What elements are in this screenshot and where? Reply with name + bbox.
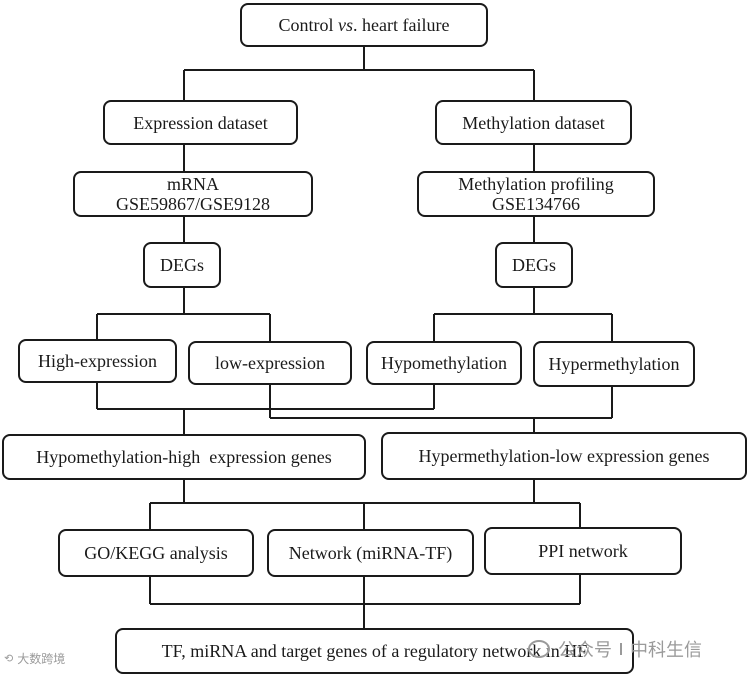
methylation-dataset-label: Methylation dataset bbox=[462, 112, 605, 133]
expression-dataset-box: Expression dataset bbox=[103, 100, 298, 145]
wechat-icon bbox=[528, 640, 550, 658]
methylation-dataset-box: Methylation dataset bbox=[435, 100, 632, 145]
high-expression-label: High-expression bbox=[38, 351, 157, 371]
expression-dataset-label: Expression dataset bbox=[133, 112, 268, 133]
degs-right-box: DEGs bbox=[495, 242, 573, 288]
result-label: TF, miRNA and target genes of a regulato… bbox=[161, 641, 588, 661]
low-expression-label: low-expression bbox=[215, 353, 325, 373]
watermark-right-a: 公众号 bbox=[558, 640, 612, 661]
degs-right-label: DEGs bbox=[512, 255, 556, 275]
methylation-profiling-label: Methylation profiling bbox=[458, 174, 614, 194]
degs-left-label: DEGs bbox=[160, 255, 204, 275]
methylation-profiling-box: Methylation profiling GSE134766 bbox=[417, 171, 655, 217]
title-box: Control vs. heart failure bbox=[240, 3, 488, 47]
hypomethylation-box: Hypomethylation bbox=[366, 341, 522, 385]
ppi-network-box: PPI network bbox=[484, 527, 682, 575]
watermark-logo-icon: ⟲ bbox=[4, 652, 14, 665]
hypo-high-genes-box: Hypomethylation-high expression genes bbox=[2, 434, 366, 480]
watermark-right-b: 中科生信 bbox=[630, 640, 702, 661]
mrna-label: mRNA bbox=[166, 174, 219, 194]
hyper-low-genes-label: Hypermethylation-low expression genes bbox=[418, 446, 710, 466]
watermark-divider bbox=[620, 643, 622, 655]
low-expression-box: low-expression bbox=[188, 341, 352, 385]
go-kegg-label: GO/KEGG analysis bbox=[84, 543, 228, 563]
hyper-low-genes-box: Hypermethylation-low expression genes bbox=[381, 432, 747, 480]
watermark-left: ⟲ 大数跨境 bbox=[4, 650, 65, 667]
network-box: Network (miRNA-TF) bbox=[267, 529, 474, 577]
watermark-left-text: 大数跨境 bbox=[17, 652, 66, 666]
title-text: Control vs. heart failure bbox=[278, 15, 450, 35]
degs-left-box: DEGs bbox=[143, 242, 221, 288]
watermark-right: 公众号 中科生信 bbox=[528, 636, 702, 662]
high-expression-box: High-expression bbox=[18, 339, 177, 383]
go-kegg-box: GO/KEGG analysis bbox=[58, 529, 254, 577]
hypo-high-genes-label: Hypomethylation-high expression genes bbox=[36, 447, 332, 467]
ppi-network-label: PPI network bbox=[538, 541, 628, 561]
hypermethylation-box: Hypermethylation bbox=[533, 341, 695, 387]
mrna-accessions: GSE59867/GSE9128 bbox=[115, 194, 270, 214]
methylation-accession: GSE134766 bbox=[491, 194, 580, 214]
hypermethylation-label: Hypermethylation bbox=[548, 354, 680, 374]
network-label: Network (miRNA-TF) bbox=[288, 543, 453, 563]
hypomethylation-label: Hypomethylation bbox=[381, 353, 507, 373]
mrna-source-box: mRNA GSE59867/GSE9128 bbox=[73, 171, 313, 217]
